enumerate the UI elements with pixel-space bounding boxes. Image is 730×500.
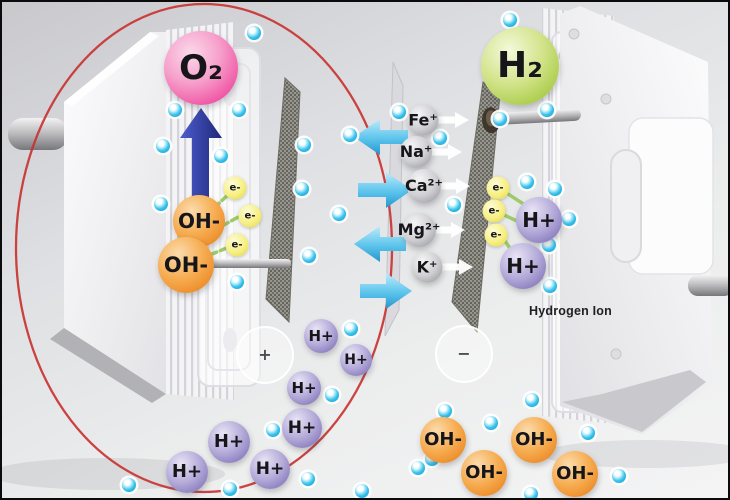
water-molecule-dot bbox=[344, 322, 358, 336]
hydrogen-ion: H+ bbox=[500, 243, 546, 289]
water-molecule-dot bbox=[232, 103, 246, 117]
hydrogen-ion: H+ bbox=[304, 319, 338, 353]
right-housing-bottom-face bbox=[562, 370, 706, 432]
water-molecule-dot bbox=[325, 388, 339, 402]
water-molecule-dot bbox=[447, 198, 461, 212]
water-molecule-dot bbox=[332, 207, 346, 221]
left-mesh-electrode bbox=[265, 76, 301, 324]
water-molecule-dot bbox=[156, 139, 170, 153]
water-molecule-dot bbox=[392, 105, 406, 119]
oxygen-up-arrow bbox=[180, 108, 222, 200]
water-molecule-dot bbox=[295, 182, 309, 196]
water-molecule-dot bbox=[230, 275, 244, 289]
water-molecule-dot bbox=[438, 404, 452, 418]
water-molecule-dot bbox=[612, 469, 626, 483]
water-molecule-dot bbox=[247, 26, 261, 40]
water-molecule-dot bbox=[301, 472, 315, 486]
water-molecule-dot bbox=[411, 461, 425, 475]
mineral-ion-magnesium: Mg²⁺ bbox=[398, 213, 440, 247]
water-molecule-dot bbox=[266, 423, 280, 437]
water-molecule-dot bbox=[122, 478, 136, 492]
hydroxide-ion: OH- bbox=[511, 417, 557, 463]
water-molecule-dot bbox=[548, 182, 562, 196]
mineral-ion-potassium: K⁺ bbox=[411, 251, 443, 283]
screw-hole bbox=[568, 28, 580, 40]
water-molecule-dot bbox=[223, 482, 237, 496]
ion-release-arrow-k bbox=[441, 259, 473, 275]
hydrogen-ion: H+ bbox=[287, 371, 321, 405]
cathode-minus-sign: − bbox=[435, 325, 493, 383]
water-molecule-dot bbox=[355, 484, 369, 498]
screw-hole bbox=[600, 93, 612, 105]
mineral-ion-sodium: Na⁺ bbox=[400, 136, 432, 168]
hydroxide-ion: OH- bbox=[158, 237, 214, 293]
electron: e- bbox=[223, 176, 247, 200]
water-molecule-dot bbox=[562, 212, 576, 226]
water-molecule-dot bbox=[503, 13, 517, 27]
hydrogen-ion-caption: Hydrogen Ion bbox=[529, 304, 612, 318]
water-molecule-dot bbox=[214, 149, 228, 163]
water-molecule-dot bbox=[297, 138, 311, 152]
water-molecule-dot bbox=[433, 131, 447, 145]
electron: e- bbox=[486, 176, 510, 200]
anode-plus-sign: + bbox=[236, 326, 294, 384]
water-molecule-dot bbox=[520, 175, 534, 189]
electron: e- bbox=[484, 223, 508, 247]
left-electrode-rod bbox=[205, 259, 291, 268]
water-molecule-dot bbox=[524, 487, 538, 498]
oxygen-bubble: O₂ bbox=[164, 31, 238, 105]
hydrogen-ion: H+ bbox=[208, 421, 250, 463]
hydrogen-ion: H+ bbox=[250, 449, 290, 489]
hydroxide-ion: OH- bbox=[461, 450, 507, 496]
water-flow-arrow-left-1 bbox=[354, 119, 408, 155]
ion-release-arrow-fe bbox=[437, 112, 469, 128]
water-molecule-dot bbox=[493, 112, 507, 126]
hydrogen-bubble: H₂ bbox=[481, 27, 559, 105]
water-flow-arrow-right-1 bbox=[358, 172, 412, 208]
right-housing-recess bbox=[610, 149, 642, 263]
ion-release-arrow-ca bbox=[438, 178, 470, 194]
right-water-pipe bbox=[688, 275, 728, 296]
water-molecule-dot bbox=[484, 416, 498, 430]
left-housing-front-face bbox=[64, 32, 166, 394]
hydrogen-ion: H+ bbox=[340, 344, 372, 376]
water-molecule-dot bbox=[168, 103, 182, 117]
electron: e- bbox=[482, 199, 506, 223]
water-molecule-dot bbox=[302, 249, 316, 263]
left-electrode-housing bbox=[2, 32, 225, 490]
right-electrode-rod-shaft bbox=[489, 108, 581, 126]
mineral-ion-calcium: Ca²⁺ bbox=[405, 169, 443, 203]
hydrogen-ion: H+ bbox=[166, 451, 208, 493]
left-housing-top-edge bbox=[64, 32, 159, 106]
hydrogen-ion: H+ bbox=[516, 197, 562, 243]
electron: e- bbox=[225, 233, 249, 257]
right-electrode-housing bbox=[542, 6, 728, 468]
left-housing-bottom-face bbox=[50, 328, 166, 403]
water-molecule-dot bbox=[525, 393, 539, 407]
screw-hole bbox=[610, 348, 622, 360]
hydroxide-ion: OH- bbox=[420, 417, 466, 463]
left-plate-slot bbox=[223, 328, 237, 352]
mineral-ion-iron: Fe⁺ bbox=[407, 104, 439, 136]
water-flow-arrow-left-2 bbox=[354, 226, 406, 262]
water-molecule-dot bbox=[154, 197, 168, 211]
hydroxide-ion: OH- bbox=[552, 451, 598, 497]
water-flow-arrow-right-2 bbox=[360, 273, 412, 309]
ion-release-arrow-mg bbox=[433, 222, 465, 238]
water-molecule-dot bbox=[343, 128, 357, 142]
electron: e- bbox=[238, 204, 262, 228]
water-molecule-dot bbox=[543, 279, 557, 293]
water-molecule-dot bbox=[540, 103, 554, 117]
water-molecule-dot bbox=[581, 426, 595, 440]
ion-release-arrow-na bbox=[430, 144, 462, 160]
hydrogen-ion: H+ bbox=[282, 408, 322, 448]
